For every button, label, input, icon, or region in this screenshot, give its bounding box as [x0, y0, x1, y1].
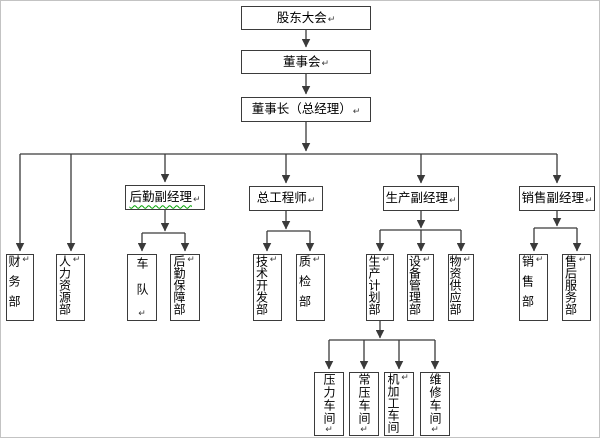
org-node-machining-workshop: 机加工车间↵: [384, 372, 414, 436]
org-node-materials-supply-dept: 物资供应部↵: [448, 254, 474, 321]
node-label: 技术开发部↵: [254, 255, 279, 315]
org-node-production-planning-dept: 生产计划部↵: [366, 254, 394, 321]
org-node-maintenance-workshop: 维修车间↵: [420, 372, 450, 436]
org-node-after-sales-service-dept: 售后服务部↵: [562, 254, 591, 321]
paragraph-mark: ↵: [430, 425, 440, 435]
org-node-chairman-general-manager: 董事长（总经理） ↵: [241, 97, 371, 122]
paragraph-mark: ↵: [137, 308, 147, 319]
org-node-equipment-management-dept: 设备管理部↵: [407, 254, 434, 321]
org-node-shareholders-meeting: 股东大会 ↵: [241, 6, 371, 30]
node-label: 车队↵: [135, 256, 149, 319]
paragraph-mark: ↵: [400, 373, 410, 383]
node-label: 设备管理部↵: [407, 255, 432, 315]
node-label: 维修车间↵: [428, 373, 442, 435]
node-label: 董事长（总经理）: [251, 101, 352, 117]
org-node-finance-dept: 财务部↵: [6, 254, 34, 321]
paragraph-mark: ↵: [352, 106, 361, 117]
paragraph-mark: ↵: [307, 195, 316, 206]
node-label: 财务部↵: [7, 255, 31, 315]
node-label: 销售部↵: [520, 255, 545, 315]
paragraph-mark: ↵: [534, 255, 545, 265]
org-node-production-deputy-manager: 生产副经理 ↵: [383, 186, 459, 211]
paragraph-mark: ↵: [324, 425, 334, 435]
paragraph-mark: ↵: [584, 195, 593, 206]
paragraph-mark: ↵: [327, 15, 336, 25]
paragraph-mark: ↵: [448, 195, 457, 206]
paragraph-mark: ↵: [421, 255, 432, 265]
org-node-vehicle-fleet: 车队↵: [127, 254, 157, 321]
org-node-logistics-support-dept: 后勤保障部↵: [170, 254, 200, 321]
paragraph-mark: ↵: [192, 194, 201, 205]
paragraph-mark: ↵: [268, 255, 279, 265]
node-label: 压力车间↵: [322, 373, 336, 435]
paragraph-mark: ↵: [381, 255, 391, 265]
node-label: 销售副经理: [521, 190, 584, 206]
node-label: 常压车间↵: [357, 373, 371, 435]
paragraph-mark: ↵: [359, 425, 369, 435]
org-node-quality-inspection-dept: 质检部↵: [296, 254, 325, 321]
paragraph-mark: ↵: [577, 255, 588, 265]
paragraph-mark: ↵: [186, 255, 196, 265]
org-node-pressure-workshop: 压力车间↵: [314, 372, 344, 436]
node-label: 人力资源部↵: [57, 255, 82, 315]
paragraph-mark: ↵: [462, 255, 472, 265]
node-label: 董事会: [282, 53, 321, 69]
paragraph-mark: ↵: [321, 59, 330, 69]
node-label: 机加工车间↵: [386, 373, 410, 433]
node-label: 后勤副经理: [129, 189, 192, 205]
node-label: 总工程师: [256, 190, 307, 206]
org-node-atmospheric-pressure-workshop: 常压车间↵: [349, 372, 379, 436]
org-node-tech-development-dept: 技术开发部↵: [253, 254, 282, 321]
paragraph-mark: ↵: [311, 255, 322, 265]
org-node-sales-dept: 销售部↵: [519, 254, 548, 321]
node-label: 生产计划部↵: [367, 255, 391, 315]
org-node-chief-engineer: 总工程师 ↵: [249, 186, 323, 211]
node-label: 物资供应部↵: [448, 255, 472, 315]
org-node-sales-deputy-manager: 销售副经理 ↵: [519, 186, 595, 211]
node-label: 售后服务部↵: [563, 255, 588, 315]
node-label: 股东大会: [276, 9, 327, 25]
paragraph-mark: ↵: [71, 255, 82, 265]
org-node-logistics-deputy-manager: 后勤副经理 ↵: [125, 185, 205, 210]
paragraph-mark: ↵: [21, 255, 31, 265]
node-label: 质检部↵: [297, 255, 322, 315]
org-node-human-resources-dept: 人力资源部↵: [56, 254, 85, 321]
org-node-board-of-directors: 董事会 ↵: [241, 50, 371, 74]
node-label: 生产副经理: [385, 190, 448, 206]
node-label: 后勤保障部↵: [172, 255, 196, 315]
